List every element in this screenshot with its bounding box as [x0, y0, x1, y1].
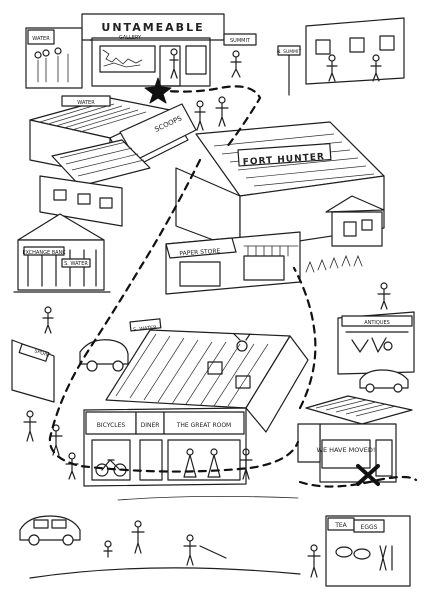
- sport-sign: SPORT: [33, 348, 51, 359]
- exchange-bank: EXCHANGE BANK S. WATER: [13, 213, 111, 293]
- x-marker: [356, 464, 380, 486]
- walking-route: [48, 85, 418, 488]
- s-water-sign-2: S. WATER: [133, 325, 158, 334]
- untameable-storefront: UNTAMEABLE GALLERY: [81, 13, 225, 87]
- gallery-sign: GALLERY: [119, 35, 142, 41]
- tea-sign: TEA: [334, 522, 347, 529]
- pedestrian-right: [377, 282, 391, 310]
- s-water-sign: S. WATER: [64, 261, 88, 267]
- central-block: BICYCLES DINER THE GREAT ROOM S. WATER: [83, 318, 309, 487]
- antiques-shop: ANTIQUES: [337, 311, 415, 375]
- pedestrians-top: [169, 48, 242, 131]
- car-right: [359, 369, 409, 393]
- north-summit-house: N. SUMMIT: [277, 17, 405, 96]
- we-have-moved-sign: WE HAVE MOVED!: [317, 446, 376, 454]
- n-summit-sign: N. SUMMIT: [277, 49, 301, 55]
- antiques-sign: ANTIQUES: [364, 320, 390, 326]
- paper-store: PAPER STORE: [165, 231, 301, 295]
- ground-line: [29, 567, 301, 579]
- water-street-sign: WATER: [32, 36, 50, 42]
- svg-text:SUMMIT: SUMMIT: [230, 38, 251, 44]
- water-corner-shop: WATER: [25, 27, 83, 89]
- small-house-right: [305, 195, 385, 273]
- water-street-sign-2: WATER: [77, 100, 95, 106]
- exchange-bank-sign: EXCHANGE BANK: [22, 250, 66, 256]
- we-have-moved-shop: WE HAVE MOVED!: [297, 395, 413, 483]
- star-marker: [144, 77, 172, 104]
- car-bottom: [19, 515, 81, 546]
- pedestrians-center: [23, 410, 253, 480]
- untameable-sign: UNTAMEABLE: [101, 21, 204, 34]
- eggs-sign: EGGS: [361, 524, 378, 531]
- pedestrians-bottom: [103, 520, 227, 566]
- bicycles-sign: BICYCLES: [97, 422, 126, 429]
- left-row-buildings: WATER SCOOPS: [29, 95, 197, 227]
- sidewalk-line: [117, 496, 299, 501]
- diner-sign: DINER: [141, 422, 160, 429]
- summit-street-sign: SUMMIT: [223, 33, 257, 46]
- great-room-sign: THE GREAT ROOM: [176, 422, 232, 429]
- paper-store-sign: PAPER STORE: [179, 248, 221, 258]
- left-mid-shops: SPORT: [11, 306, 129, 403]
- tea-eggs-stand: TEA EGGS: [307, 515, 411, 587]
